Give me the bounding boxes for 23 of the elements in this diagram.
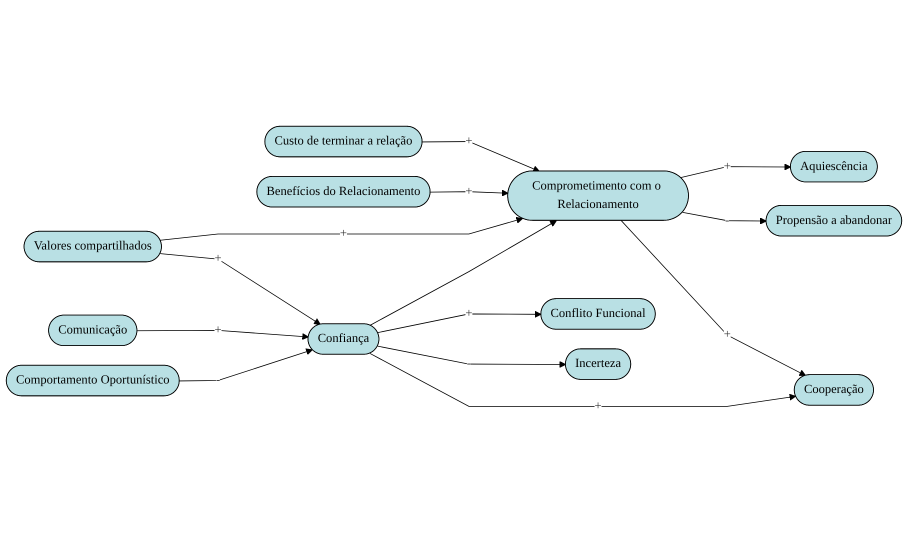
- arrow: [430, 190, 509, 197]
- edge-label: -: [466, 357, 471, 371]
- arrow: [422, 142, 540, 173]
- edge-label: +: [214, 324, 222, 338]
- arrow: [377, 311, 542, 334]
- edge-label: +: [724, 160, 731, 174]
- edge-label: +: [465, 307, 472, 321]
- arrow: [377, 346, 566, 368]
- arrow: [370, 220, 557, 326]
- edge-label: +: [465, 185, 472, 198]
- arrow: [682, 212, 767, 225]
- arrow: [370, 354, 796, 408]
- arrow: [179, 348, 313, 382]
- edge-label: -: [725, 214, 730, 228]
- arrow: [136, 330, 309, 340]
- edge-label: +: [465, 134, 472, 148]
- arrow: [680, 164, 792, 178]
- edge-label: +: [214, 252, 222, 266]
- edge-label: -: [216, 374, 220, 388]
- arrow: [620, 220, 806, 376]
- edge-label: +: [340, 227, 347, 241]
- edge-label: +: [594, 400, 602, 414]
- edge-label: +: [724, 328, 731, 342]
